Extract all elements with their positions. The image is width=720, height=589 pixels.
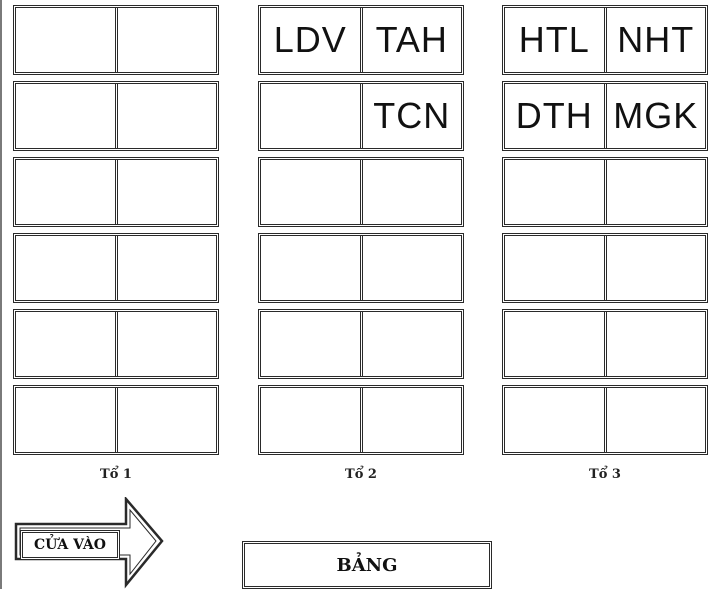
seat: [16, 388, 115, 452]
seat: HTL: [518, 19, 590, 60]
desk: HTL NHT: [502, 5, 708, 75]
seat: [505, 388, 604, 452]
seat: [603, 160, 706, 224]
desk: TCN: [258, 81, 464, 151]
seat: [603, 388, 706, 452]
desk: [502, 309, 708, 379]
group-2: LDV TAH TCN: [258, 5, 464, 461]
seat: [261, 84, 360, 148]
seat: [261, 160, 360, 224]
seat: MGK: [603, 84, 706, 148]
desk: [258, 157, 464, 227]
desk: [258, 385, 464, 455]
seat: [505, 312, 604, 376]
seat: [261, 388, 360, 452]
seat: [261, 236, 360, 300]
desk: [13, 233, 219, 303]
door-label: CỬA VÀO: [20, 530, 120, 560]
seat: [114, 160, 217, 224]
seat: [505, 160, 604, 224]
seat: [505, 236, 604, 300]
seat: NHT: [603, 8, 706, 72]
seat: [114, 8, 217, 72]
desk: [258, 233, 464, 303]
group-1-label: Tổ 1: [100, 467, 132, 482]
seat: [359, 236, 462, 300]
desk: LDV TAH: [258, 5, 464, 75]
desk: [13, 5, 219, 75]
group-2-label: Tổ 2: [345, 467, 377, 482]
desk: [13, 309, 219, 379]
seat: [114, 236, 217, 300]
desk: [13, 385, 219, 455]
seat: [16, 160, 115, 224]
seat: [359, 388, 462, 452]
seat: [603, 236, 706, 300]
board: BẢNG: [242, 541, 492, 589]
group-1: [13, 5, 219, 461]
seat: [603, 312, 706, 376]
seat: [16, 8, 115, 72]
seat: TCN: [359, 84, 462, 148]
desk: [502, 385, 708, 455]
seat: [114, 84, 217, 148]
seat: [359, 312, 462, 376]
seat: [16, 312, 115, 376]
seat: TAH: [359, 8, 462, 72]
seat: [359, 160, 462, 224]
seat: [114, 312, 217, 376]
seat: [16, 236, 115, 300]
seat: LDV: [273, 19, 347, 60]
seat: [261, 312, 360, 376]
seat: DTH: [515, 95, 593, 136]
seat: [16, 84, 115, 148]
seat: [114, 388, 217, 452]
wall-edge: [0, 0, 2, 589]
desk: [13, 81, 219, 151]
group-3-label: Tổ 3: [589, 467, 621, 482]
desk: [502, 157, 708, 227]
desk: [13, 157, 219, 227]
desk: [258, 309, 464, 379]
desk: [502, 233, 708, 303]
